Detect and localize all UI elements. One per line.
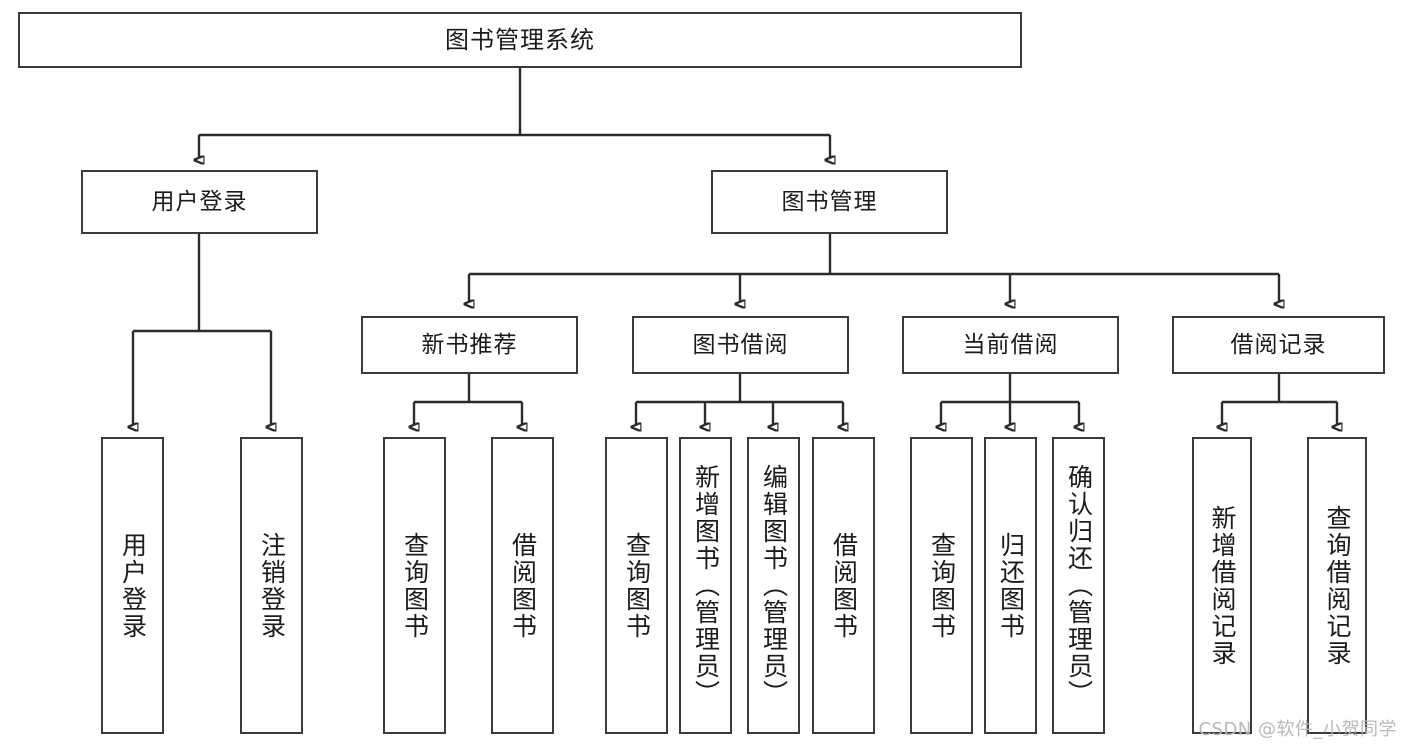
node-label: 确认归还（管理员） xyxy=(1064,464,1094,707)
node-label: 图书管理 xyxy=(781,188,878,215)
node-user-login[interactable]: 用户登录 xyxy=(81,170,318,234)
leaf-edit-book-admin[interactable]: 编辑图书（管理员） xyxy=(747,437,800,734)
leaf-query-book-borrow[interactable]: 查询图书 xyxy=(605,437,668,734)
node-label: 注销登录 xyxy=(257,531,287,640)
node-book-borrow[interactable]: 图书借阅 xyxy=(632,316,849,374)
leaf-add-borrow-record[interactable]: 新增借阅记录 xyxy=(1192,437,1252,734)
node-label: 图书管理系统 xyxy=(445,26,595,54)
node-label: 新增图书（管理员） xyxy=(691,464,721,707)
node-label: 新增借阅记录 xyxy=(1208,504,1237,667)
node-root-system[interactable]: 图书管理系统 xyxy=(18,12,1022,68)
leaf-query-borrow-record[interactable]: 查询借阅记录 xyxy=(1307,437,1367,734)
node-current-borrow[interactable]: 当前借阅 xyxy=(902,316,1119,374)
node-label: 借阅图书 xyxy=(829,531,859,640)
node-book-management[interactable]: 图书管理 xyxy=(711,170,948,234)
node-label: 查询借阅记录 xyxy=(1323,504,1352,667)
node-label: 借阅记录 xyxy=(1230,331,1327,358)
node-label: 用户登录 xyxy=(151,188,248,215)
node-label: 借阅图书 xyxy=(508,531,538,640)
node-label: 查询图书 xyxy=(400,531,430,640)
leaf-user-login[interactable]: 用户登录 xyxy=(101,437,164,734)
node-label: 用户登录 xyxy=(118,531,148,640)
node-label: 查询图书 xyxy=(927,531,957,640)
leaf-add-book-admin[interactable]: 新增图书（管理员） xyxy=(679,437,732,734)
leaf-borrow-book[interactable]: 借阅图书 xyxy=(812,437,875,734)
leaf-query-book-recommend[interactable]: 查询图书 xyxy=(383,437,446,734)
leaf-borrow-book-recommend[interactable]: 借阅图书 xyxy=(491,437,554,734)
node-label: 编辑图书（管理员） xyxy=(759,464,789,707)
node-label: 当前借阅 xyxy=(962,331,1059,358)
node-label: 新书推荐 xyxy=(421,331,518,358)
leaf-return-book[interactable]: 归还图书 xyxy=(984,437,1037,734)
leaf-query-book-current[interactable]: 查询图书 xyxy=(910,437,973,734)
node-borrow-record[interactable]: 借阅记录 xyxy=(1172,316,1385,374)
leaf-logout-login[interactable]: 注销登录 xyxy=(240,437,303,734)
node-new-book-recommend[interactable]: 新书推荐 xyxy=(361,316,578,374)
node-label: 归还图书 xyxy=(996,531,1026,640)
node-label: 查询图书 xyxy=(622,531,652,640)
watermark-text: CSDN @软件_小贺同学 xyxy=(1198,719,1397,740)
leaf-confirm-return-admin[interactable]: 确认归还（管理员） xyxy=(1052,437,1105,734)
node-label: 图书借阅 xyxy=(692,331,789,358)
